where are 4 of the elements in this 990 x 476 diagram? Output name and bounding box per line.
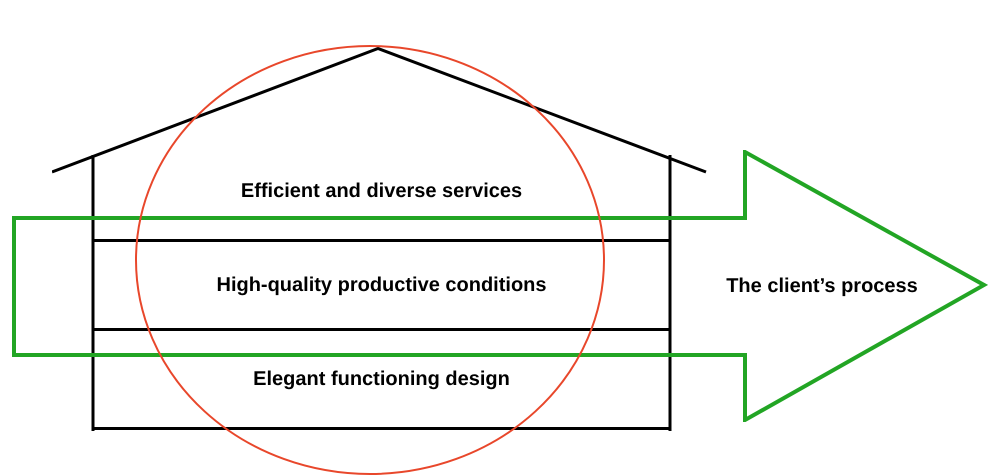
section-label: High-quality productive conditions xyxy=(216,273,546,298)
section-label: Elegant functioning design xyxy=(253,367,510,392)
section-label: Efficient and diverse services xyxy=(240,178,522,204)
section-label: The client’s process xyxy=(726,274,918,299)
